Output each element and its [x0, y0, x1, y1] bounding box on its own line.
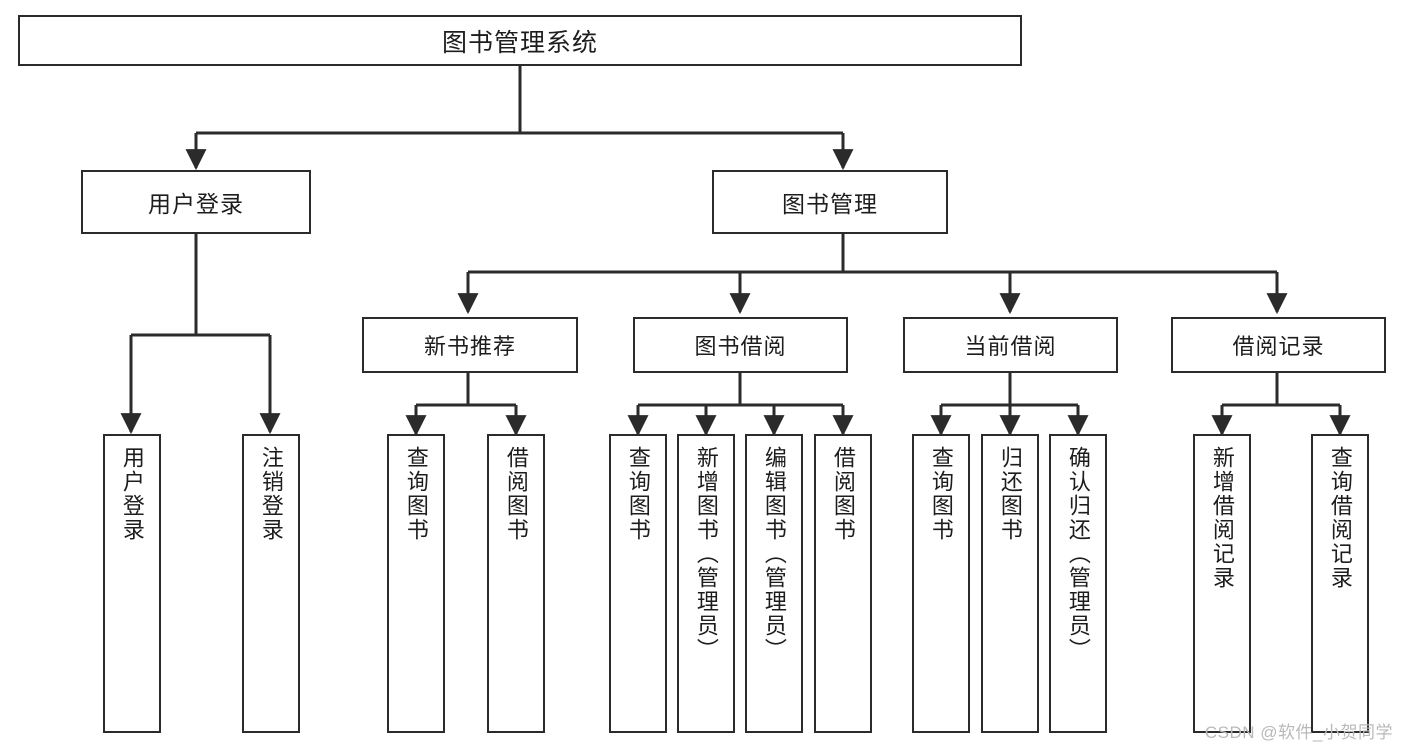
node-leaf-user-logout[interactable]: 注销登录: [242, 434, 300, 733]
node-leaf-add-book[interactable]: 新增图书（管理员）: [677, 434, 735, 733]
node-leaf-query-book-3-label: 查询图书: [928, 446, 954, 542]
node-leaf-confirm-return[interactable]: 确认归还（管理员）: [1049, 434, 1107, 733]
node-leaf-user-login[interactable]: 用户登录: [103, 434, 161, 733]
node-user-login[interactable]: 用户登录: [81, 170, 311, 234]
node-book-borrow[interactable]: 图书借阅: [633, 317, 848, 373]
node-current-borrow[interactable]: 当前借阅: [903, 317, 1118, 373]
node-root-label: 图书管理系统: [441, 28, 598, 57]
node-leaf-query-book-1-label: 查询图书: [403, 446, 429, 542]
node-leaf-query-book-1[interactable]: 查询图书: [387, 434, 445, 733]
node-leaf-query-book-3[interactable]: 查询图书: [912, 434, 970, 733]
node-leaf-borrow-book-1[interactable]: 借阅图书: [487, 434, 545, 733]
node-root[interactable]: 图书管理系统: [18, 15, 1022, 66]
node-borrow-record[interactable]: 借阅记录: [1171, 317, 1386, 373]
watermark-text: CSDN @软件_小贺同学: [1204, 723, 1393, 742]
node-leaf-add-record[interactable]: 新增借阅记录: [1193, 434, 1251, 733]
node-leaf-query-record-label: 查询借阅记录: [1327, 446, 1353, 590]
node-leaf-borrow-book-2[interactable]: 借阅图书: [814, 434, 872, 733]
node-leaf-return-book-label: 归还图书: [997, 446, 1023, 542]
node-new-book-recommend[interactable]: 新书推荐: [362, 317, 578, 373]
node-book-manage-label: 图书管理: [782, 191, 878, 217]
node-leaf-user-logout-label: 注销登录: [258, 446, 284, 542]
node-leaf-borrow-book-2-label: 借阅图书: [830, 446, 856, 542]
node-leaf-add-book-label: 新增图书（管理员）: [693, 446, 719, 662]
node-leaf-user-login-label: 用户登录: [119, 446, 145, 542]
node-book-borrow-label: 图书借阅: [694, 334, 787, 359]
node-leaf-confirm-return-label: 确认归还（管理员）: [1065, 446, 1091, 662]
node-borrow-record-label: 借阅记录: [1232, 334, 1325, 359]
node-leaf-query-book-2-label: 查询图书: [625, 446, 651, 542]
node-leaf-query-book-2[interactable]: 查询图书: [609, 434, 667, 733]
node-user-login-label: 用户登录: [148, 191, 244, 217]
node-leaf-edit-book-label: 编辑图书（管理员）: [761, 446, 787, 662]
node-leaf-return-book[interactable]: 归还图书: [981, 434, 1039, 733]
node-leaf-add-record-label: 新增借阅记录: [1209, 446, 1235, 590]
node-new-book-recommend-label: 新书推荐: [423, 334, 516, 359]
node-leaf-edit-book[interactable]: 编辑图书（管理员）: [745, 434, 803, 733]
node-book-manage[interactable]: 图书管理: [712, 170, 948, 234]
node-leaf-query-record[interactable]: 查询借阅记录: [1311, 434, 1369, 733]
node-current-borrow-label: 当前借阅: [964, 334, 1057, 359]
node-leaf-borrow-book-1-label: 借阅图书: [503, 446, 529, 542]
